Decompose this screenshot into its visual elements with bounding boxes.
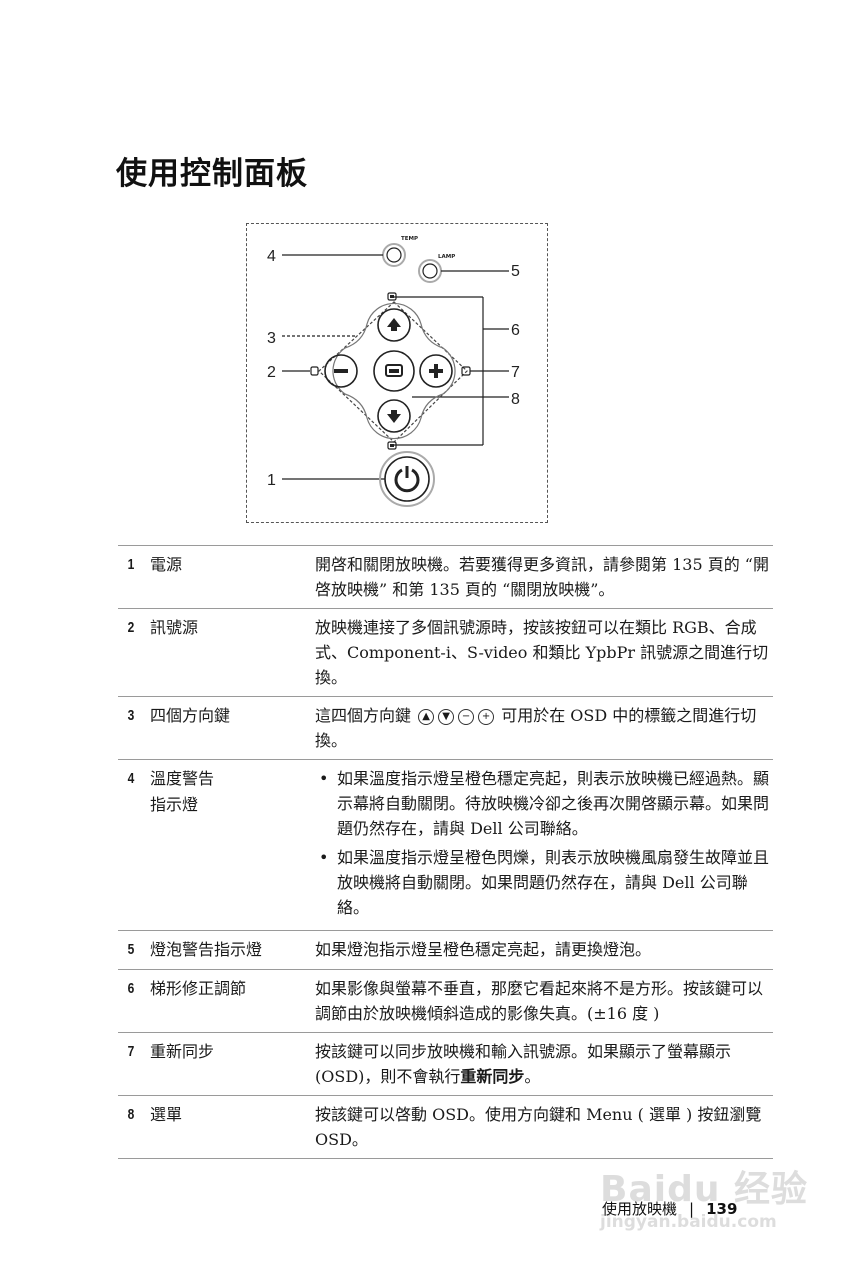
callout-8: 8 (511, 391, 520, 408)
row-name: 訊號源 (150, 618, 199, 637)
row-name: 燈泡警告指示燈 (150, 940, 263, 959)
desc-text: 按該鍵可以同步放映機和輸入訊號源。如果顯示了螢幕顯示 (OSD)，則不會執行 (315, 1042, 732, 1086)
footer-separator: | (689, 1200, 695, 1218)
row-name: 重新同步 (150, 1042, 215, 1061)
callout-6: 6 (511, 322, 520, 339)
row-description: 如果影像與螢幕不垂直，那麼它看起來將不是方形。按該鍵可以調節由於放映機傾斜造成的… (315, 979, 764, 1023)
row-number: 5 (127, 941, 135, 958)
row-number: 3 (127, 707, 135, 724)
bullet-list: 如果溫度指示燈呈橙色穩定亮起，則表示放映機已經過熱。顯示幕將自動關閉。待放映機冷… (315, 766, 769, 920)
row-name: 選單 (150, 1105, 183, 1124)
bullet-item: 如果溫度指示燈呈橙色穩定亮起，則表示放映機已經過熱。顯示幕將自動關閉。待放映機冷… (319, 766, 769, 841)
table-row: 3 四個方向鍵 這四個方向鍵 ▲▼−+ 可用於在 OSD 中的標籤之間進行切換。 (118, 696, 773, 759)
table-row: 8 選單 按該鍵可以啓動 OSD。使用方向鍵和 Menu ( 選單 ) 按鈕瀏覽… (118, 1095, 773, 1159)
table-row: 4 溫度警告 指示燈 如果溫度指示燈呈橙色穩定亮起，則表示放映機已經過熱。顯示幕… (118, 759, 773, 930)
page-title: 使用控制面板 (116, 156, 308, 192)
row-number: 1 (127, 556, 135, 573)
row-description: 開啓和關閉放映機。若要獲得更多資訊，請參閱第 135 頁的 “開啓放映機” 和第… (315, 555, 769, 599)
row-number: 6 (127, 980, 135, 997)
watermark-brand: Baidu 经验 (600, 1169, 809, 1210)
up-arrow-icon: ▲ (418, 708, 435, 725)
row-name: 四個方向鍵 (150, 706, 231, 725)
name-line: 溫度警告 (150, 769, 215, 788)
temp-label: TEMP (401, 236, 418, 242)
desc-bold-text: 重新同步 (460, 1067, 525, 1086)
control-panel-diagram: 4 5 3 6 2 7 8 1 TEMP LAMP (246, 223, 548, 523)
callout-4: 4 (267, 248, 276, 265)
page-number: 139 (706, 1200, 738, 1218)
row-number: 8 (127, 1106, 135, 1123)
callout-2: 2 (267, 364, 276, 381)
minus-icon: − (458, 708, 475, 725)
table-row: 5 燈泡警告指示燈 如果燈泡指示燈呈橙色穩定亮起，請更換燈泡。 (118, 930, 773, 969)
row-name: 溫度警告 指示燈 (150, 766, 315, 924)
table-row: 6 梯形修正調節 如果影像與螢幕不垂直，那麼它看起來將不是方形。按該鍵可以調節由… (118, 969, 773, 1032)
callout-7: 7 (511, 364, 520, 381)
plus-icon: + (478, 708, 495, 725)
callout-5: 5 (511, 263, 520, 280)
watermark-url: jingyan.baidu.com (600, 1212, 777, 1232)
row-description: 按該鍵可以同步放映機和輸入訊號源。如果顯示了螢幕顯示 (OSD)，則不會執行重新… (315, 1039, 773, 1089)
desc-text: 。 (524, 1067, 541, 1086)
lamp-label: LAMP (438, 254, 455, 260)
down-arrow-icon: ▼ (438, 708, 455, 725)
row-description: 按該鍵可以啓動 OSD。使用方向鍵和 Menu ( 選單 ) 按鈕瀏覽 OSD。 (315, 1105, 762, 1149)
watermark: Baidu 经验 jingyan.baidu.com (600, 1160, 809, 1232)
table-row: 1 電源 開啓和關閉放映機。若要獲得更多資訊，請參閱第 135 頁的 “開啓放映… (118, 545, 773, 608)
row-description: 這四個方向鍵 ▲▼−+ 可用於在 OSD 中的標籤之間進行切換。 (315, 703, 773, 753)
desc-text: 可用於在 OSD 中的標籤之間進行切換。 (315, 706, 757, 750)
callout-3: 3 (267, 330, 276, 347)
bullet-item: 如果溫度指示燈呈橙色閃爍，則表示放映機風扇發生故障並且放映機將自動關閉。如果問題… (319, 845, 769, 920)
row-number: 4 (127, 770, 135, 787)
table-row: 7 重新同步 按該鍵可以同步放映機和輸入訊號源。如果顯示了螢幕顯示 (OSD)，… (118, 1032, 773, 1095)
control-panel-table: 1 電源 開啓和關閉放映機。若要獲得更多資訊，請參閱第 135 頁的 “開啓放映… (118, 545, 773, 1159)
row-name: 電源 (150, 555, 183, 574)
row-description: 放映機連接了多個訊號源時，按該按鈕可以在類比 RGB、合成式、Component… (315, 618, 769, 687)
row-number: 7 (127, 1043, 135, 1060)
row-name: 梯形修正調節 (150, 979, 247, 998)
row-description: 如果燈泡指示燈呈橙色穩定亮起，請更換燈泡。 (315, 940, 652, 959)
name-line: 指示燈 (150, 795, 199, 814)
desc-text: 這四個方向鍵 (315, 706, 412, 725)
footer-section: 使用放映機 (602, 1200, 678, 1218)
row-description: 如果溫度指示燈呈橙色穩定亮起，則表示放映機已經過熱。顯示幕將自動關閉。待放映機冷… (315, 766, 773, 924)
row-number: 2 (127, 619, 135, 636)
page-footer: 使用放映機 | 139 (602, 1198, 737, 1219)
callout-1: 1 (267, 472, 276, 489)
table-row: 2 訊號源 放映機連接了多個訊號源時，按該按鈕可以在類比 RGB、合成式、Com… (118, 608, 773, 696)
control-panel-illustration: 4 5 3 6 2 7 8 1 TEMP LAMP (267, 236, 520, 507)
